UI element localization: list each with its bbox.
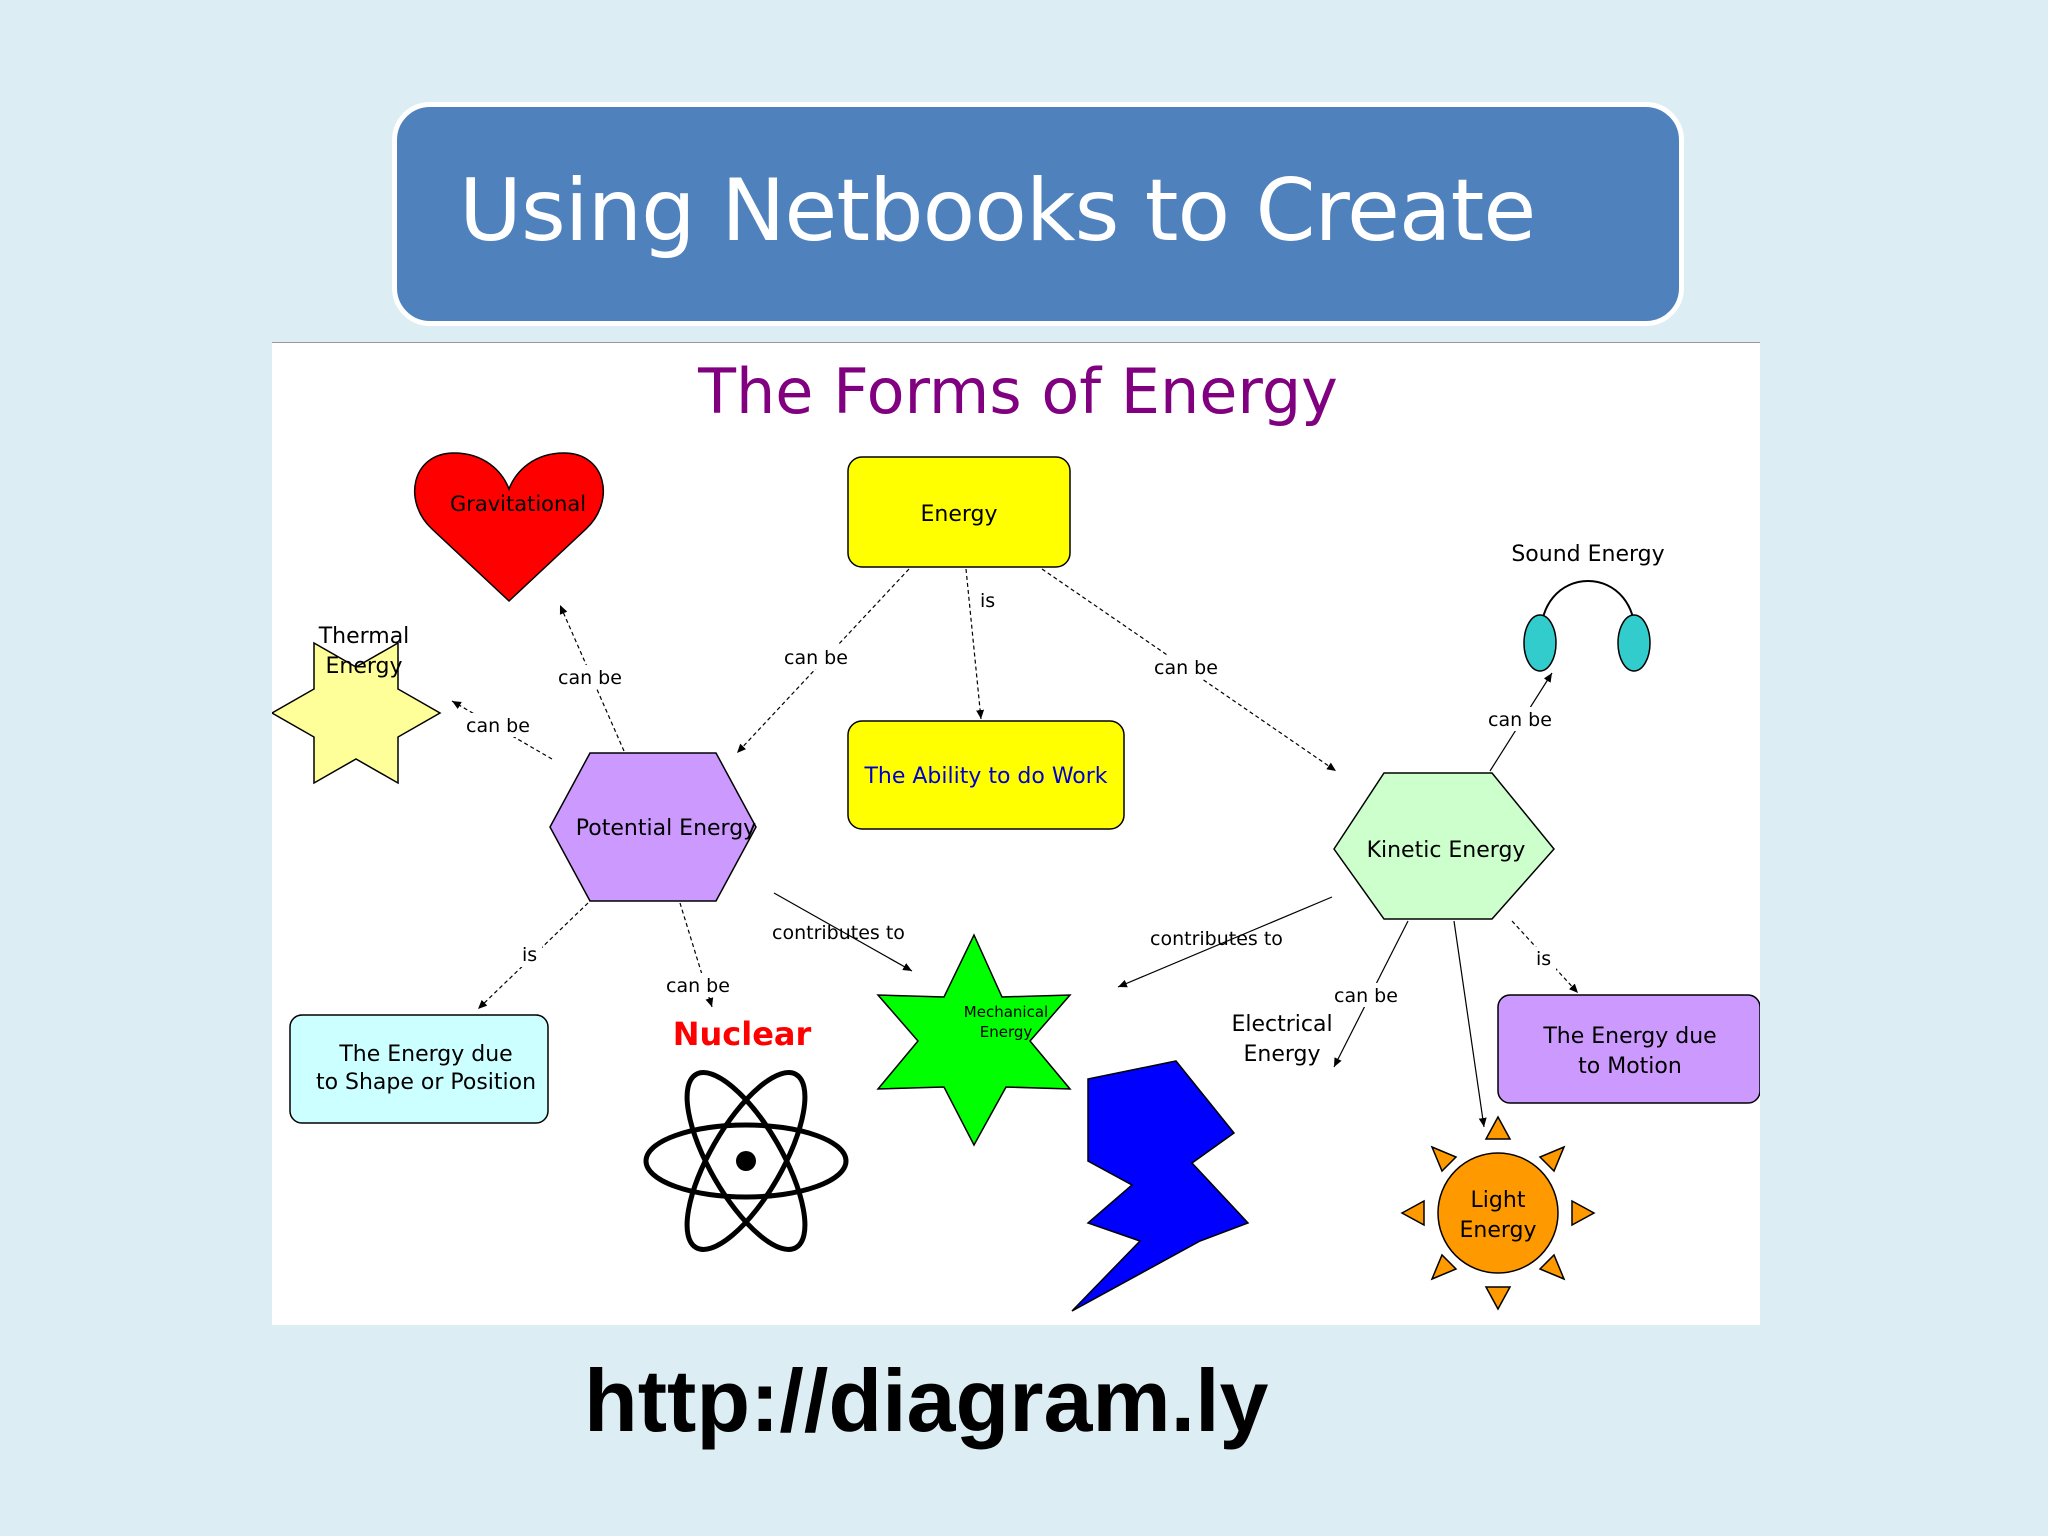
label-thermal-1: Thermal: [318, 624, 410, 649]
node-sound-headphones: [1523, 580, 1651, 672]
label-potential-gravitational: can be: [558, 667, 622, 689]
label-potential-nuclear: can be: [666, 975, 730, 997]
edge-kinetic-light: [1453, 920, 1487, 1128]
label-energy-kinetic: can be: [1154, 657, 1218, 679]
label-ability: The Ability to do Work: [863, 764, 1107, 789]
node-thermal-star: [272, 641, 442, 785]
label-energy-ability: is: [980, 590, 995, 612]
label-kinetic-sound: can be: [1488, 709, 1552, 731]
label-gravitational: Gravitational: [450, 492, 586, 516]
edge-kinetic-mechanical: [1117, 896, 1333, 988]
node-ability: [847, 720, 1125, 830]
label-mechanical-1: Mechanical: [964, 1003, 1048, 1021]
node-shape-position: [289, 1014, 549, 1124]
node-gravitational-heart: [414, 452, 604, 603]
label-mechanical-2: Energy: [980, 1023, 1033, 1041]
node-mechanical-star: [876, 933, 1072, 1147]
energy-concept-map: The Forms of Energy can be is can be: [272, 342, 1760, 1325]
node-electrical-bolt: [1071, 1060, 1250, 1312]
label-potential-mechanical: contributes to: [772, 922, 905, 944]
diagram-heading: The Forms of Energy: [697, 355, 1338, 428]
label-light-2: Energy: [1459, 1218, 1536, 1243]
label-motion-2: to Motion: [1578, 1054, 1682, 1079]
label-shape-1: The Energy due: [338, 1042, 512, 1067]
label-light-1: Light: [1471, 1188, 1526, 1213]
label-electrical-2: Energy: [1243, 1042, 1320, 1067]
slide-title-box: Using Netbooks to Create: [392, 102, 1684, 326]
label-shape-2: to Shape or Position: [316, 1070, 536, 1095]
label-energy: Energy: [920, 502, 997, 527]
label-kinetic-motion: is: [1536, 948, 1551, 970]
label-kinetic-mechanical: contributes to: [1150, 928, 1283, 950]
edge-potential-mechanical: [773, 892, 913, 972]
node-potential-energy: [549, 752, 757, 902]
label-potential-thermal: can be: [466, 715, 530, 737]
node-energy: [847, 456, 1071, 568]
node-energy-motion: [1497, 994, 1760, 1104]
edge-potential-shape: [477, 902, 589, 1010]
label-nuclear: Nuclear: [673, 1015, 812, 1053]
label-motion-1: The Energy due: [1542, 1024, 1716, 1049]
label-thermal-2: Energy: [325, 654, 402, 679]
label-electrical-1: Electrical: [1231, 1012, 1332, 1037]
diagram-ly-url[interactable]: http://diagram.ly: [584, 1351, 1269, 1450]
node-kinetic-energy: [1333, 772, 1555, 920]
slide-title: Using Netbooks to Create: [459, 161, 1536, 261]
label-sound: Sound Energy: [1511, 542, 1664, 567]
node-nuclear-atom: [643, 1070, 849, 1252]
label-kinetic-electrical: can be: [1334, 985, 1398, 1007]
label-energy-potential: can be: [784, 647, 848, 669]
label-kinetic: Kinetic Energy: [1367, 838, 1526, 863]
edge-kinetic-motion: [1511, 920, 1579, 994]
label-potential: Potential Energy: [576, 816, 756, 841]
label-potential-shape: is: [522, 944, 537, 966]
node-light-sun: [1400, 1115, 1596, 1311]
